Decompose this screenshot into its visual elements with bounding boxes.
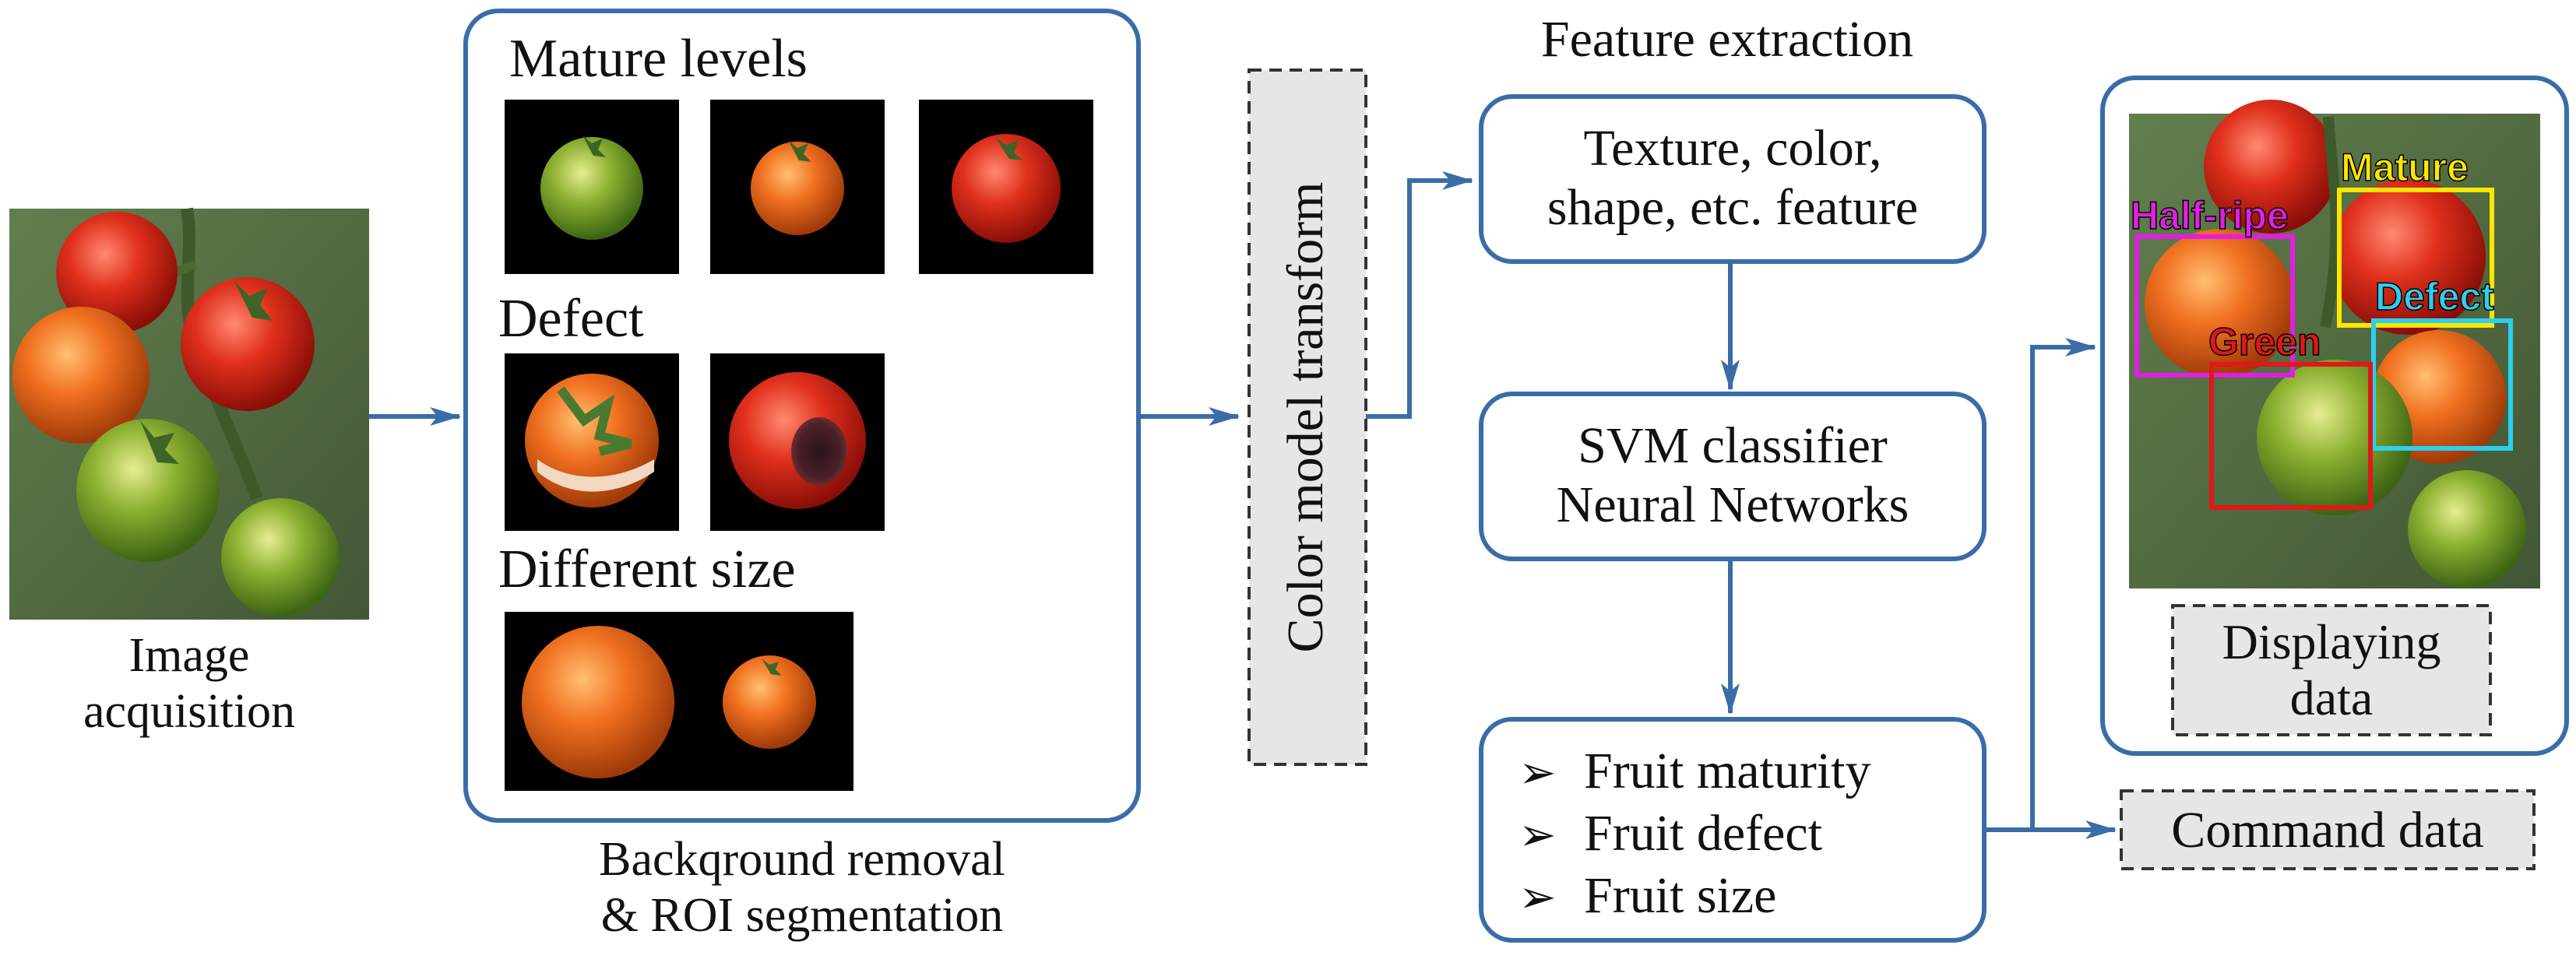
command-data-box [2120,789,2536,870]
output-fruit-maturity: Fruit maturity [1584,743,1870,799]
label-green: Green [2208,320,2321,364]
output-bullet-1: ➢ [1519,747,1557,798]
command-data-label: Command data [2171,802,2483,859]
mature-levels-label: Mature levels [509,29,808,89]
defect-label: Defect [498,289,644,349]
output-bullet-3: ➢ [1519,872,1557,922]
defect-thumbnails [505,353,885,531]
output-bullet-2: ➢ [1519,810,1557,860]
mature-level-thumbnails [505,100,1093,274]
arrow-transform-to-feature [1366,171,1473,419]
size-thumbnails [505,612,853,791]
feature-extraction-title: Feature extraction [1541,11,1913,68]
feature-box-line1: Texture, color, [1583,120,1881,177]
classifier-line1: SVM classifier [1578,417,1888,474]
label-mature: Mature [2341,146,2469,189]
input-tomato-photo [9,207,369,620]
color-transform-label: Color model transform [1277,182,1334,653]
bbox-green [2209,362,2373,510]
preprocess-caption-line1: Backqround removal [599,833,1005,886]
display-detection-photo [2129,100,2540,588]
label-half-ripe: Half-ripe [2131,194,2289,237]
preprocess-caption-line2: & ROI segmentation [601,889,1004,942]
different-size-label: Different size [498,539,796,599]
displaying-data-box [2171,604,2492,736]
input-caption-line1: Image [129,629,250,682]
displaying-data-line2: data [2290,670,2374,725]
color-transform-box [1248,68,1367,766]
bbox-mature [2337,188,2494,328]
input-caption-line2: acquisition [83,685,295,738]
displaying-data-line1: Displaying [2222,614,2441,669]
arrow-outputs-to-display [1984,338,2096,832]
output-fruit-defect: Fruit defect [1584,805,1822,862]
bbox-half-ripe [2134,234,2295,378]
feature-box-line2: shape, etc. feature [1547,179,1918,236]
label-defect: Defect [2375,275,2494,318]
bbox-defect [2371,318,2513,451]
classifier-line2: Neural Networks [1557,476,1909,533]
output-fruit-size: Fruit size [1584,867,1776,924]
